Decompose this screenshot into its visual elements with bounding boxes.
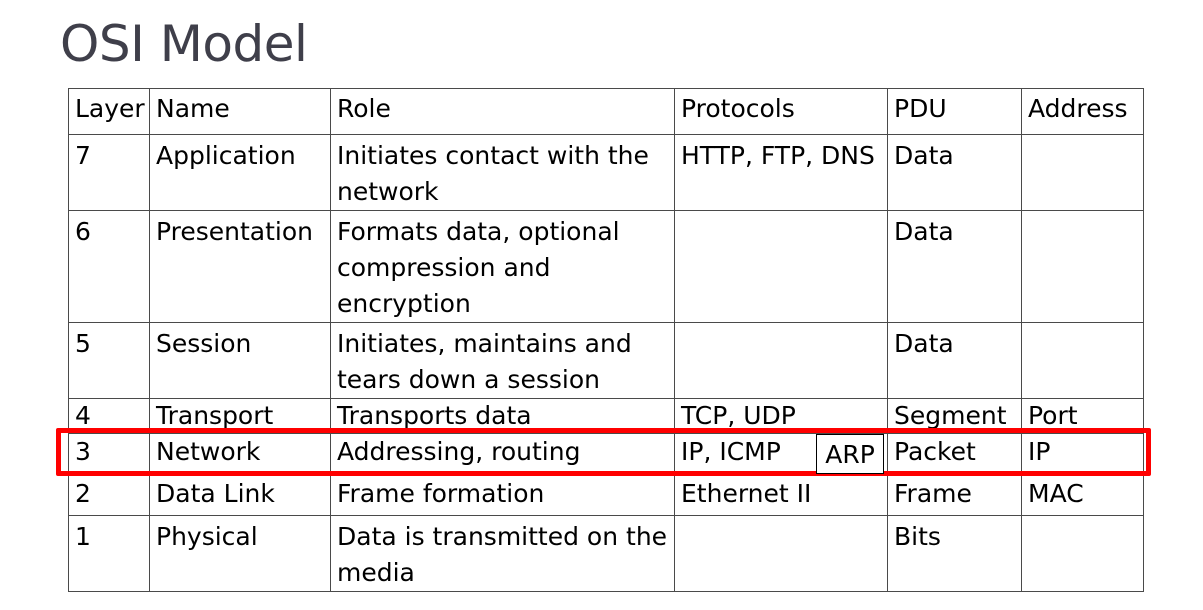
protocols-cell bbox=[674, 322, 888, 399]
protocols-cell: HTTP, FTP, DNS bbox=[674, 134, 888, 211]
column-header-name: Name bbox=[149, 88, 331, 135]
arp-callout-box: ARP bbox=[816, 434, 884, 474]
name-cell: Network bbox=[149, 433, 331, 476]
pdu-cell: Data bbox=[887, 322, 1022, 399]
address-cell bbox=[1021, 210, 1144, 323]
column-header-layer: Layer bbox=[68, 88, 150, 135]
role-cell: Initiates contact with the network bbox=[330, 134, 675, 211]
layer-cell: 6 bbox=[68, 210, 150, 323]
layer-cell: 7 bbox=[68, 134, 150, 211]
name-cell: Transport bbox=[149, 398, 331, 434]
pdu-cell: Data bbox=[887, 210, 1022, 323]
layer-cell: 3 bbox=[68, 433, 150, 476]
page-title: OSI Model bbox=[60, 15, 308, 73]
protocols-cell bbox=[674, 210, 888, 323]
protocols-cell: TCP, UDP bbox=[674, 398, 888, 434]
role-cell: Data is transmitted on the media bbox=[330, 515, 675, 592]
table-row: 5 Session Initiates, maintains and tears… bbox=[68, 322, 1144, 399]
name-cell: Application bbox=[149, 134, 331, 211]
layer-cell: 2 bbox=[68, 475, 150, 516]
column-header-protocols: Protocols bbox=[674, 88, 888, 135]
role-cell: Addressing, routing bbox=[330, 433, 675, 476]
role-cell: Transports data bbox=[330, 398, 675, 434]
name-cell: Presentation bbox=[149, 210, 331, 323]
name-cell: Data Link bbox=[149, 475, 331, 516]
table-row: 6 Presentation Formats data, optional co… bbox=[68, 210, 1144, 323]
table-row: 4 Transport Transports data TCP, UDP Seg… bbox=[68, 398, 1144, 434]
table-header-row: Layer Name Role Protocols PDU Address bbox=[68, 88, 1144, 135]
table-row-highlighted: 3 Network Addressing, routing IP, ICMP P… bbox=[68, 433, 1144, 476]
address-cell bbox=[1021, 134, 1144, 211]
name-cell: Physical bbox=[149, 515, 331, 592]
role-cell: Formats data, optional compression and e… bbox=[330, 210, 675, 323]
table-row: 7 Application Initiates contact with the… bbox=[68, 134, 1144, 211]
name-cell: Session bbox=[149, 322, 331, 399]
pdu-cell: Bits bbox=[887, 515, 1022, 592]
role-cell: Frame formation bbox=[330, 475, 675, 516]
column-header-role: Role bbox=[330, 88, 675, 135]
address-cell: MAC bbox=[1021, 475, 1144, 516]
pdu-cell: Frame bbox=[887, 475, 1022, 516]
pdu-cell: Data bbox=[887, 134, 1022, 211]
table-row: 2 Data Link Frame formation Ethernet II … bbox=[68, 475, 1144, 516]
protocols-cell: Ethernet II bbox=[674, 475, 888, 516]
osi-table: Layer Name Role Protocols PDU Address 7 … bbox=[68, 88, 1144, 592]
column-header-address: Address bbox=[1021, 88, 1144, 135]
address-cell bbox=[1021, 322, 1144, 399]
address-cell: IP bbox=[1021, 433, 1144, 476]
address-cell bbox=[1021, 515, 1144, 592]
table-row: 1 Physical Data is transmitted on the me… bbox=[68, 515, 1144, 592]
pdu-cell: Packet bbox=[887, 433, 1022, 476]
layer-cell: 5 bbox=[68, 322, 150, 399]
layer-cell: 1 bbox=[68, 515, 150, 592]
pdu-cell: Segment bbox=[887, 398, 1022, 434]
role-cell: Initiates, maintains and tears down a se… bbox=[330, 322, 675, 399]
column-header-pdu: PDU bbox=[887, 88, 1022, 135]
protocols-cell bbox=[674, 515, 888, 592]
address-cell: Port bbox=[1021, 398, 1144, 434]
layer-cell: 4 bbox=[68, 398, 150, 434]
